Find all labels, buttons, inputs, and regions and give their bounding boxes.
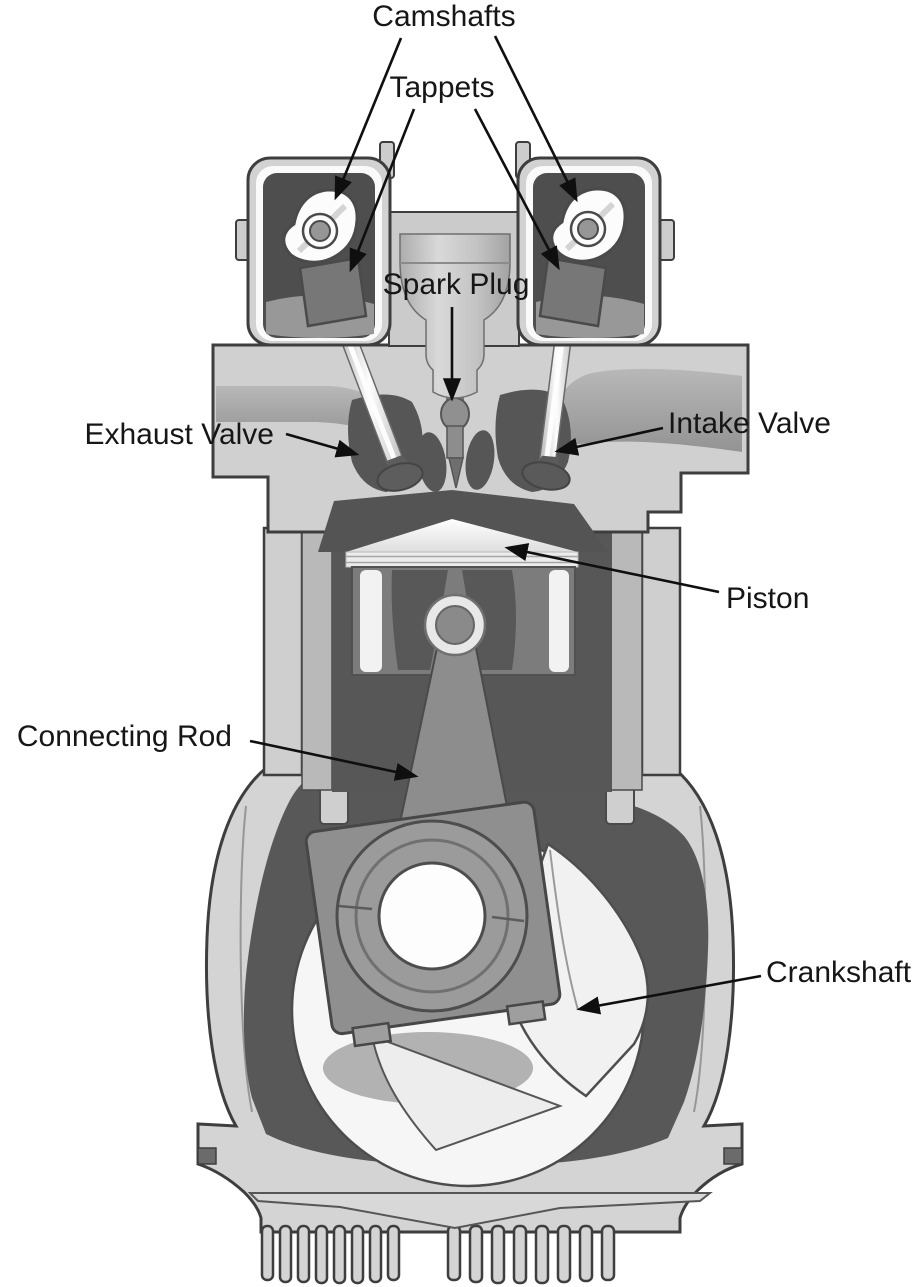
label-spark-plug: Spark Plug — [383, 268, 530, 301]
oil-pan-floor — [247, 1192, 713, 1230]
tappet-right — [538, 256, 608, 328]
cylinder-head — [211, 343, 750, 534]
chamber-petal-left — [417, 432, 447, 492]
intake-valve-head — [521, 455, 571, 491]
leader-line-connecting-rod — [249, 739, 419, 781]
leader-line-camshafts — [334, 37, 403, 201]
exhaust-runner — [216, 386, 392, 440]
intake-runner — [556, 368, 742, 452]
tappet-left — [298, 256, 368, 328]
label-crankshaft: Crankshaft — [766, 956, 912, 989]
big-end-bearing — [304, 800, 562, 1048]
bearing-ring — [354, 838, 510, 994]
cap-bolt-right — [505, 999, 547, 1026]
leader-line-tappets — [473, 108, 560, 271]
crank-journal — [377, 861, 487, 971]
label-tappets: Tappets — [389, 71, 494, 104]
case-seam-left — [239, 805, 253, 1113]
piston-skirt-left — [360, 570, 382, 672]
label-exhaust-valve: Exhaust Valve — [84, 418, 274, 451]
label-camshafts: Camshafts — [372, 0, 515, 33]
combustion-chamber — [318, 490, 608, 552]
label-connecting-rod: Connecting Rod — [17, 720, 232, 753]
exhaust-valve-head — [376, 454, 424, 492]
valves — [332, 314, 575, 492]
valve-cover — [235, 141, 675, 399]
piston-skirt-right — [549, 570, 569, 672]
cylinder-liner-left — [301, 527, 333, 791]
leader-line-exhaust-valve — [285, 432, 360, 458]
camshaft-lobe-left — [282, 188, 359, 264]
leader-line-camshafts — [493, 35, 578, 203]
leader-line-piston — [504, 543, 720, 594]
block-wall-right — [640, 526, 682, 777]
leader-line-tappets — [349, 108, 416, 273]
block-wall-left — [262, 526, 304, 777]
leader-line-crankshaft — [576, 974, 762, 1015]
pan-flange-notch-left — [197, 1147, 217, 1165]
chamber-petal-right — [465, 430, 495, 490]
leader-line-intake-valve — [554, 426, 664, 456]
cylinder-liner-right — [609, 527, 643, 791]
label-piston: Piston — [726, 582, 809, 615]
crankshaft-counterweight — [370, 842, 650, 1152]
wrist-pin-bore — [435, 605, 475, 645]
cap-bolt-left — [351, 1021, 393, 1048]
pan-flange-notch-right — [723, 1147, 743, 1165]
cooling-fins — [260, 1224, 616, 1285]
camshaft-lobe-right — [550, 187, 627, 263]
label-intake-valve: Intake Valve — [668, 407, 831, 440]
